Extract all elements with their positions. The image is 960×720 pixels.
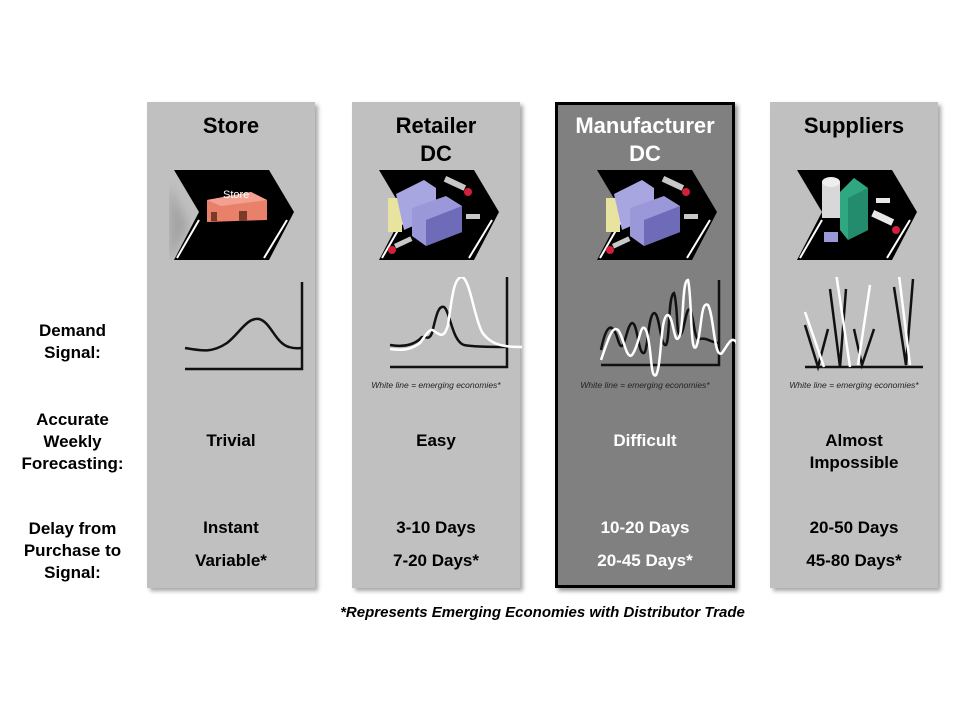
forecasting-value: Trivial [147, 430, 315, 452]
signal-note: White line = emerging economies* [371, 380, 501, 390]
delay-emerging-value: 7-20 Days* [392, 551, 479, 570]
store-building-icon: Store [169, 170, 294, 260]
forecasting-line: Easy [416, 431, 456, 450]
forecasting-value: Almost Impossible [770, 430, 938, 474]
signal-note: White line = emerging economies* [789, 380, 919, 390]
row-label-line: Demand [38, 321, 107, 340]
forecasting-line: Difficult [613, 431, 677, 450]
factory-silo-icon [797, 170, 917, 260]
row-label-line: Forecasting: [21, 454, 124, 473]
row-label-line: Signal: [44, 343, 101, 362]
row-label-delay: Delay from Purchase to Signal: [0, 518, 145, 584]
forecasting-value: Easy [352, 430, 520, 452]
row-label-forecasting: Accurate Weekly Forecasting: [0, 409, 145, 475]
forecasting-line: Almost [825, 431, 883, 450]
delay-value: 3-10 Days [396, 518, 476, 537]
row-label-line: Accurate [36, 410, 109, 429]
column-retailer-dc: Retailer DC White line = emerging econom… [352, 102, 522, 588]
title-line: DC [629, 141, 661, 166]
svg-text:Store: Store [223, 189, 249, 201]
forecasting-value: Difficult [558, 430, 732, 452]
column-title: Suppliers [770, 112, 938, 140]
forecasting-line: Trivial [206, 431, 256, 450]
title-line: DC [420, 141, 452, 166]
delay-value: Instant [203, 518, 259, 537]
demand-signal-chart [184, 282, 304, 371]
delay-emerging-value: Variable* [195, 551, 267, 570]
title-line: Store [202, 113, 260, 138]
column-title: Manufacturer DC [558, 112, 732, 168]
column-store: Store Store Trivial Instant Variable* [147, 102, 315, 588]
row-label-line: Signal: [44, 563, 101, 582]
title-line: Manufacturer [575, 113, 715, 138]
signal-note: White line = emerging economies* [580, 380, 710, 390]
column-suppliers: Suppliers White line = emerging economie… [770, 102, 938, 588]
delay-value: 10-20 Days [600, 518, 690, 537]
distribution-center-icon [379, 170, 499, 260]
column-manufacturer-dc: Manufacturer DC White line = emerging ec… [555, 102, 736, 588]
delay-value: 20-50 Days [809, 518, 899, 537]
demand-signal-chart [599, 278, 736, 377]
delay-emerging-value: 45-80 Days* [806, 551, 902, 570]
title-line: Retailer [395, 113, 477, 138]
forecasting-line: Impossible [809, 453, 899, 472]
row-label-line: Delay from [28, 519, 117, 538]
footnote: *Represents Emerging Economies with Dist… [340, 604, 745, 621]
column-title: Retailer DC [352, 112, 520, 168]
row-label-line: Weekly [43, 432, 102, 451]
column-title: Store [147, 112, 315, 140]
row-label-line: Purchase to [23, 541, 122, 560]
title-line: Suppliers [803, 113, 905, 138]
demand-signal-chart [389, 277, 522, 369]
demand-signal-chart [803, 277, 923, 372]
delay-emerging-value: 20-45 Days* [597, 551, 693, 570]
distribution-center-icon [597, 170, 717, 260]
row-label-demand-signal: Demand Signal: [0, 320, 145, 364]
